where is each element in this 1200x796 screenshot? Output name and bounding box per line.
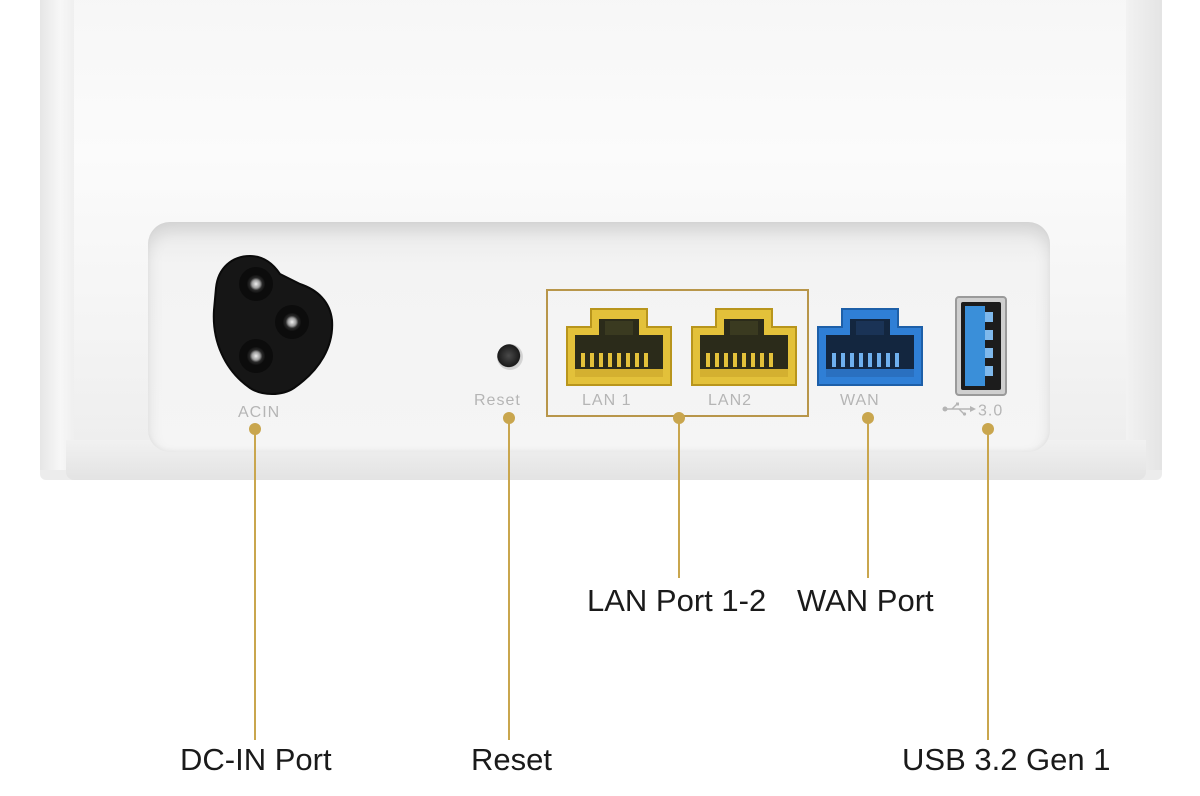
usb-leader-dot: [982, 423, 994, 435]
ac-inlet-icon: [210, 250, 336, 400]
lan1-port[interactable]: [565, 307, 673, 387]
acin-leader-line: [254, 430, 256, 740]
router-edge-left: [40, 0, 74, 470]
reset-printed-label: Reset: [474, 392, 521, 409]
router-edge-right: [1126, 0, 1162, 470]
acin-leader-dot: [249, 423, 261, 435]
usb-label: 3.0: [942, 402, 1003, 421]
lan1-label: LAN 1: [582, 392, 632, 409]
usb-symbol-icon: [942, 402, 976, 421]
reset-pinhole[interactable]: [497, 344, 523, 370]
reset-leader-line: [508, 418, 510, 740]
lan2-port[interactable]: [690, 307, 798, 387]
callout-reset: Reset: [471, 742, 552, 777]
callout-dc-in-port: DC-IN Port: [180, 742, 332, 777]
usb-version-text: 3.0: [978, 402, 1004, 420]
lan-leader-line: [678, 418, 680, 578]
callout-lan-ports: LAN Port 1-2: [587, 583, 767, 618]
lan2-label: LAN2: [708, 392, 753, 409]
wan-leader-line: [867, 418, 869, 578]
callout-usb: USB 3.2 Gen 1: [902, 742, 1111, 777]
acin-label: ACIN: [238, 404, 281, 421]
usb-leader-line: [987, 430, 989, 740]
usb-port[interactable]: [955, 296, 1007, 396]
wan-label: WAN: [840, 392, 880, 409]
wan-port[interactable]: [816, 307, 924, 387]
callout-wan-port: WAN Port: [797, 583, 934, 618]
